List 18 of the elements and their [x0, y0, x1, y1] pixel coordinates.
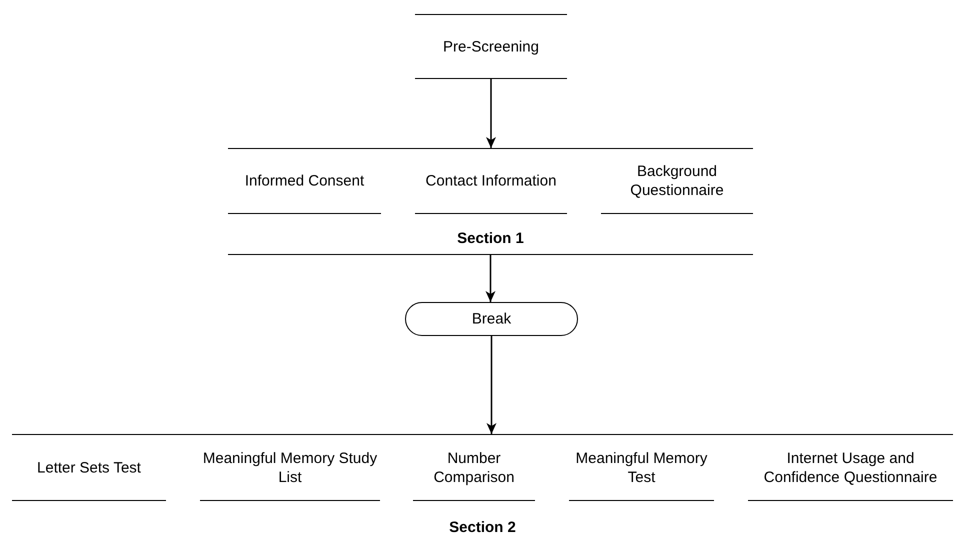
- step-label: Number Comparison: [432, 448, 516, 486]
- step-label: Internet Usage and Confidence Questionnaire: [762, 448, 938, 486]
- arrow: [486, 255, 496, 302]
- arrow: [486, 79, 496, 148]
- section-heading: Section 2: [448, 518, 517, 537]
- section-band: [228, 148, 753, 255]
- step-label: Background Questionnaire: [629, 162, 725, 200]
- step-label: Contact Information: [424, 172, 558, 190]
- section-heading: Section 1: [456, 229, 525, 248]
- step-label: Informed Consent: [244, 172, 366, 190]
- step-label: Letter Sets Test: [36, 458, 142, 477]
- step-label: Meaningful Memory Test: [574, 448, 708, 486]
- step-label: Break: [470, 310, 512, 328]
- process-step: [415, 14, 567, 79]
- step-label: Meaningful Memory Study List: [202, 448, 378, 486]
- terminator-pill: [405, 302, 578, 336]
- arrow: [486, 336, 496, 434]
- step-label: Pre-Screening: [442, 37, 540, 56]
